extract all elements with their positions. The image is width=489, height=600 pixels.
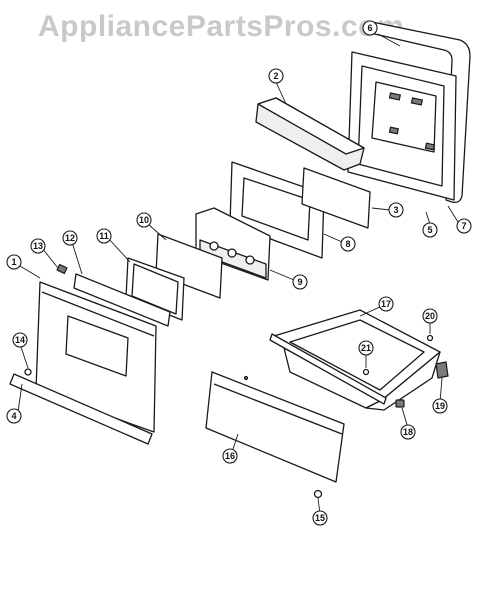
- part-12-door-trim[interactable]: [73, 273, 171, 327]
- svg-text:15: 15: [315, 513, 325, 523]
- callout-5: 5: [422, 222, 438, 238]
- part-7-inner-door-panel[interactable]: [347, 51, 457, 201]
- svg-text:9: 9: [297, 277, 302, 287]
- callout-2: 2: [268, 68, 284, 84]
- svg-text:17: 17: [381, 299, 391, 309]
- svg-text:5: 5: [427, 225, 432, 235]
- svg-text:21: 21: [361, 343, 371, 353]
- part-15-screw[interactable]: [313, 489, 323, 499]
- callout-17: 17: [378, 296, 394, 312]
- callout-21: 21: [358, 340, 374, 356]
- part-16-drawer-front[interactable]: [205, 371, 345, 483]
- part-3-door-glass[interactable]: [301, 167, 371, 229]
- callout-20: 20: [422, 308, 438, 324]
- part-10-inner-glass[interactable]: [155, 233, 223, 299]
- callout-1: 1: [6, 254, 22, 270]
- svg-text:14: 14: [15, 335, 25, 345]
- svg-text:11: 11: [99, 231, 109, 241]
- callout-11: 11: [96, 228, 112, 244]
- callout-7: 7: [456, 218, 472, 234]
- svg-text:12: 12: [65, 233, 75, 243]
- svg-text:3: 3: [393, 205, 398, 215]
- callout-16: 16: [222, 448, 238, 464]
- callout-6: 6: [362, 20, 378, 36]
- svg-text:13: 13: [33, 241, 43, 251]
- callout-13: 13: [30, 238, 46, 254]
- callout-3: 3: [388, 202, 404, 218]
- svg-text:19: 19: [435, 401, 445, 411]
- part-19-drawer-glide[interactable]: [435, 361, 449, 379]
- part-11-glass[interactable]: [125, 257, 185, 321]
- svg-text:1: 1: [11, 257, 16, 267]
- part-21-screw[interactable]: [362, 368, 370, 376]
- part-20-screw[interactable]: [426, 334, 434, 342]
- svg-text:4: 4: [11, 411, 16, 421]
- callout-12: 12: [62, 230, 78, 246]
- svg-text:6: 6: [367, 23, 372, 33]
- callout-8: 8: [340, 236, 356, 252]
- callout-15: 15: [312, 510, 328, 526]
- svg-text:20: 20: [425, 311, 435, 321]
- part-9-glass-support[interactable]: [195, 207, 271, 281]
- part-4-bottom-trim[interactable]: [9, 373, 153, 445]
- part-1-outer-oven-door[interactable]: [35, 281, 157, 433]
- svg-text:16: 16: [225, 451, 235, 461]
- part-14-screw[interactable]: [24, 368, 32, 376]
- callout-10: 10: [136, 212, 152, 228]
- part-2-door-top-trim[interactable]: [255, 97, 365, 171]
- svg-text:8: 8: [345, 239, 350, 249]
- part-17-storage-drawer[interactable]: [269, 309, 441, 411]
- part-18-drawer-stop[interactable]: [395, 399, 405, 408]
- svg-text:18: 18: [403, 427, 413, 437]
- callout-4: 4: [6, 408, 22, 424]
- part-6-door-gasket[interactable]: [365, 21, 471, 204]
- svg-text:2: 2: [273, 71, 278, 81]
- part-8-door-frame[interactable]: [229, 161, 325, 259]
- callout-19: 19: [432, 398, 448, 414]
- callout-14: 14: [12, 332, 28, 348]
- callout-9: 9: [292, 274, 308, 290]
- svg-text:7: 7: [461, 221, 466, 231]
- svg-text:10: 10: [139, 215, 149, 225]
- watermark-text: AppliancePartsPros.com: [38, 10, 405, 43]
- callout-18: 18: [400, 424, 416, 440]
- part-13-clip[interactable]: [56, 263, 68, 275]
